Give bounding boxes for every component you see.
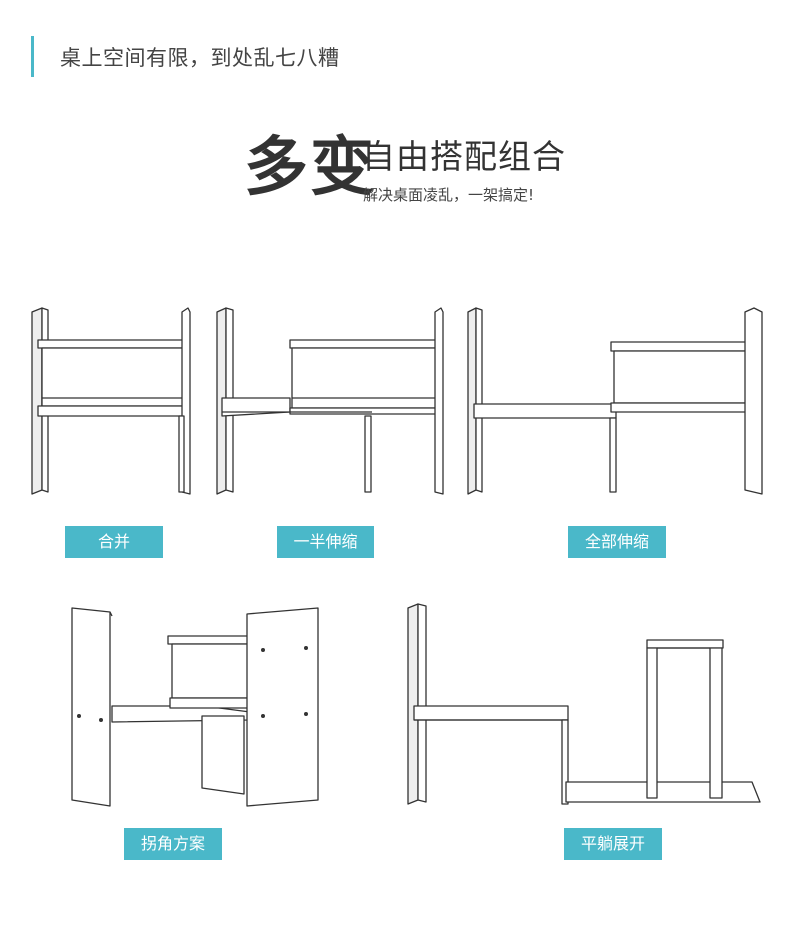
headline-big: 多变 xyxy=(244,131,376,205)
headline-sub: 自由搭配组合 xyxy=(362,137,566,176)
mode-label-half-extended: 一半伸缩 xyxy=(277,526,374,558)
mode-label-corner: 拐角方案 xyxy=(124,828,222,860)
section-accent-bar xyxy=(31,36,34,77)
mode-label-merged: 合并 xyxy=(65,526,163,558)
section-title: 桌上空间有限，到处乱七八糟 xyxy=(60,46,340,70)
mode-label-fully-extended: 全部伸缩 xyxy=(568,526,666,558)
mode-label-flat: 平躺展开 xyxy=(564,828,662,860)
headline-small: 解决桌面凌乱，一架搞定! xyxy=(363,186,535,204)
